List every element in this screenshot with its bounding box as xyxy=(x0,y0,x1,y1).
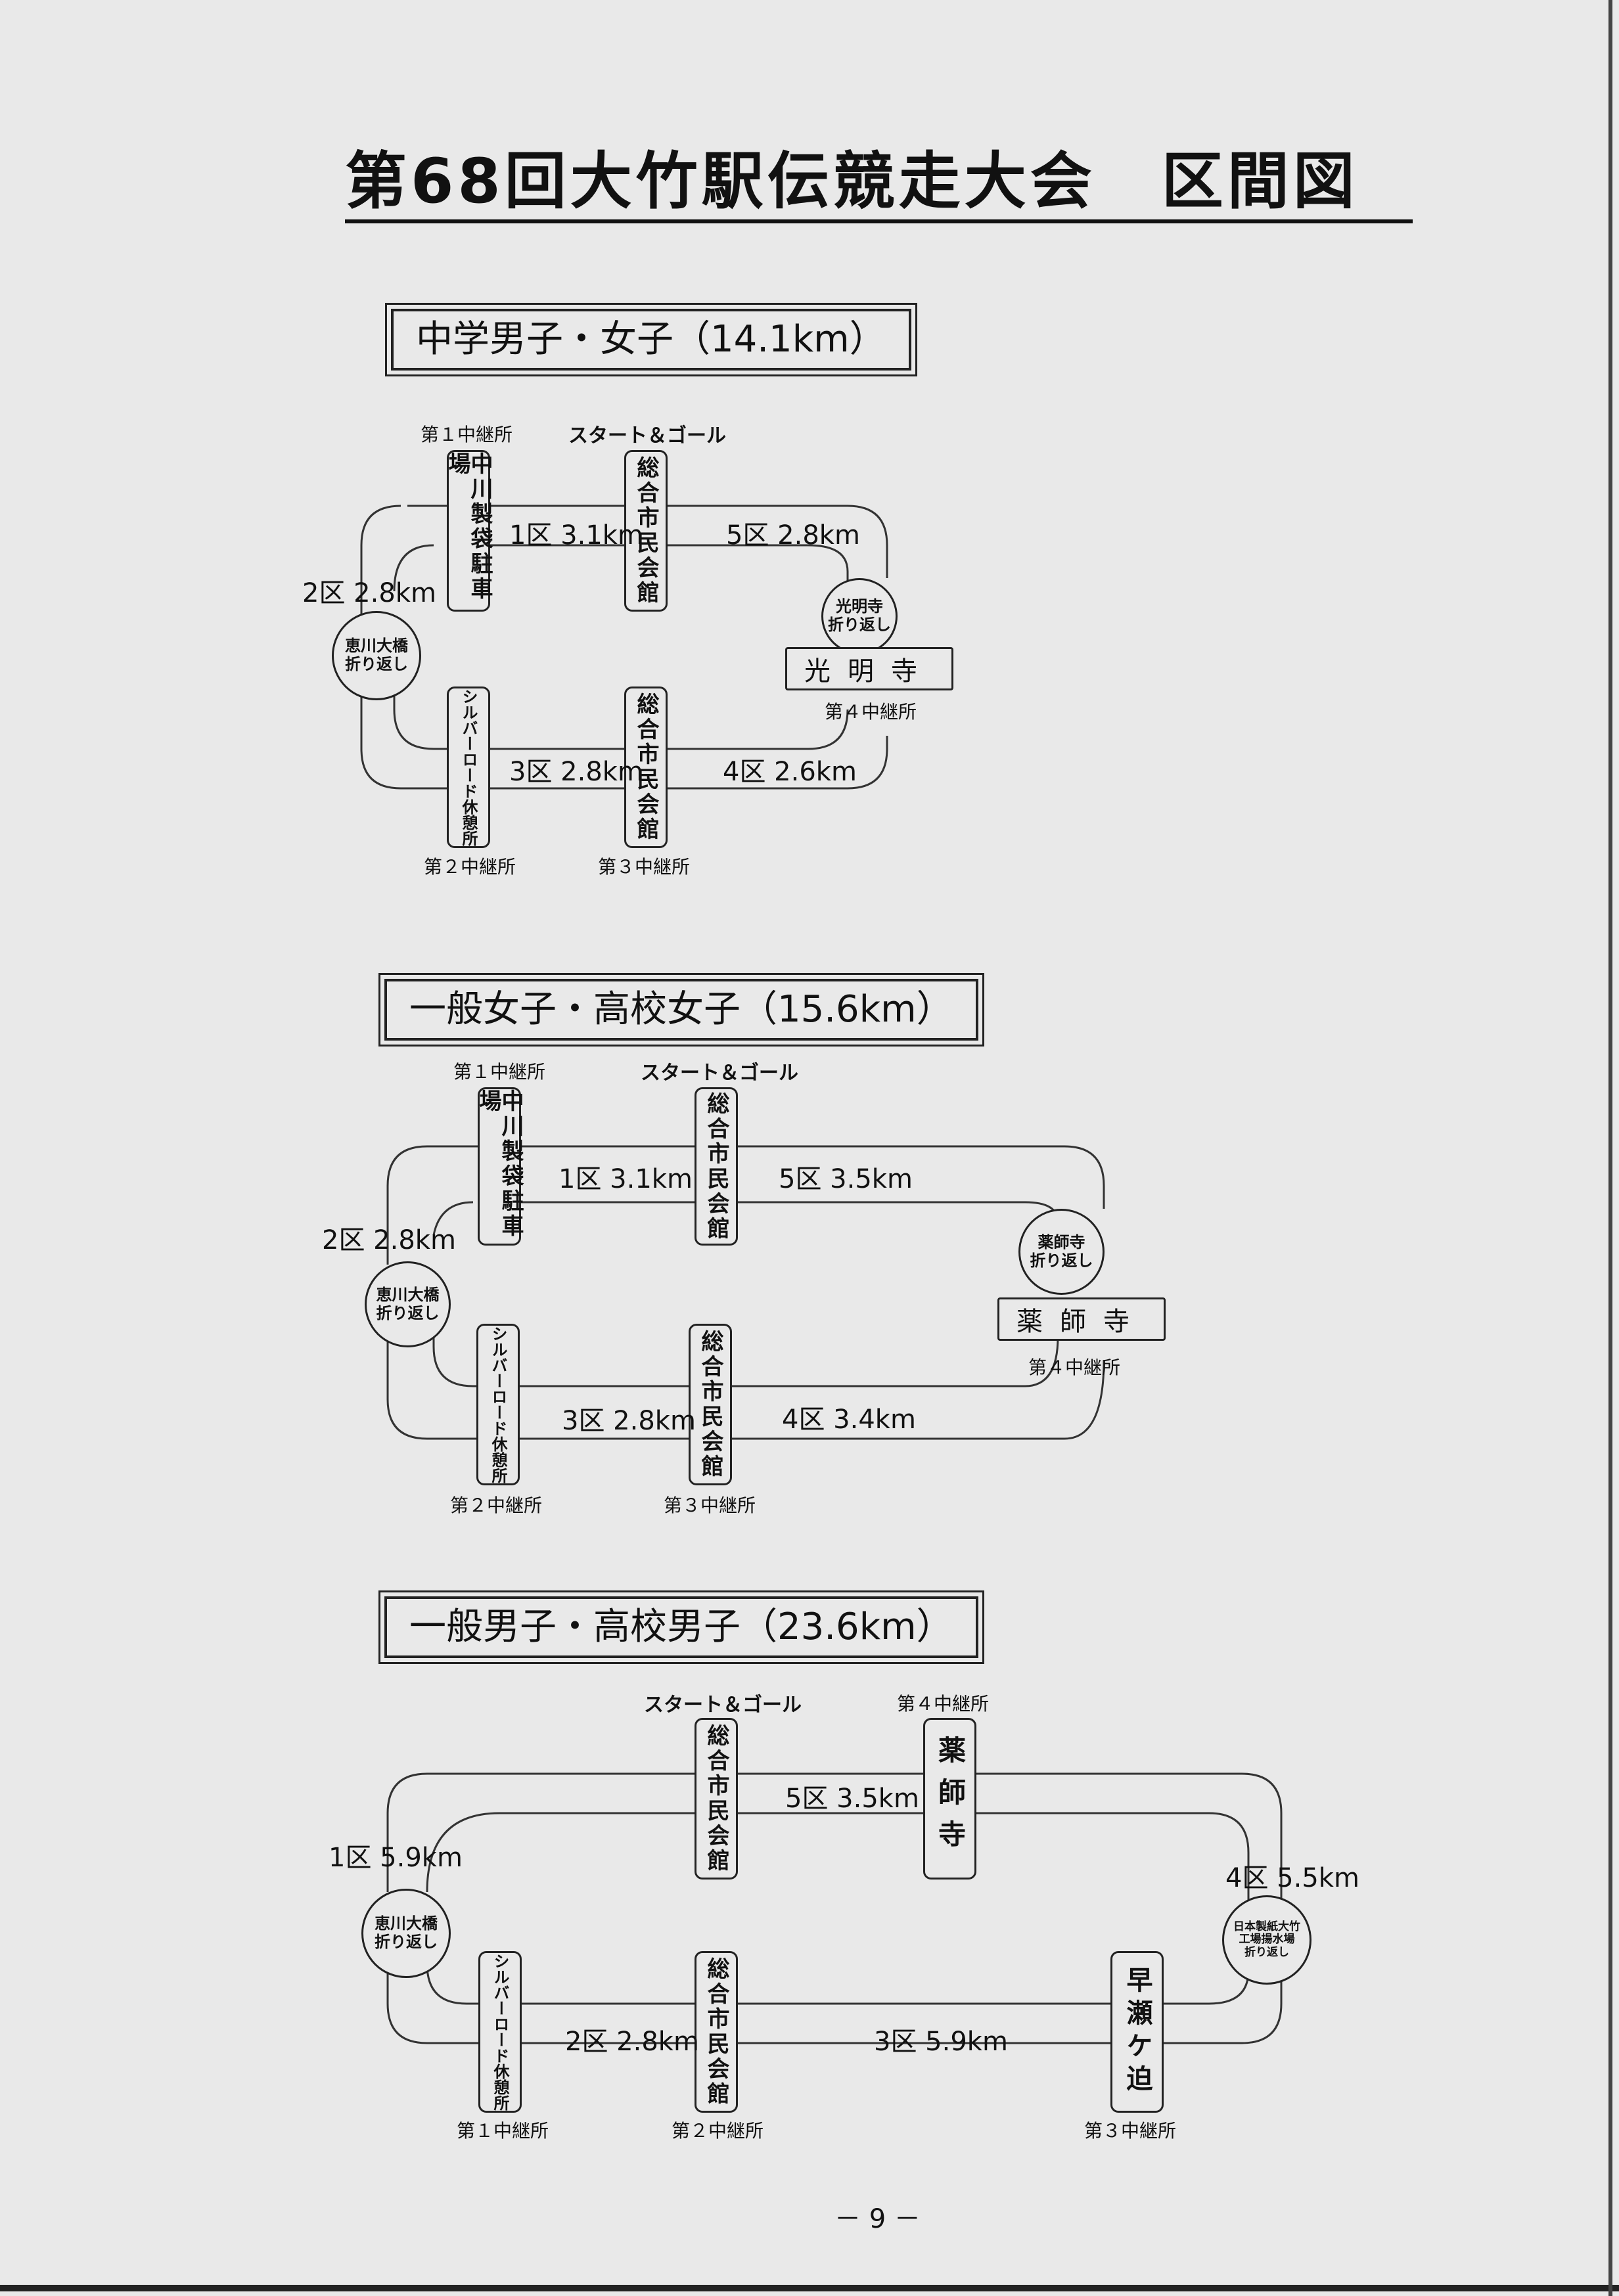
course3-leg2: 2区 2.8km xyxy=(565,2027,699,2057)
course3-factory-turn: 日本製紙大竹工場揚水場折り返し xyxy=(1222,1895,1311,1985)
course3-egawa-turn: 恵川大橋折り返し xyxy=(361,1889,451,1978)
course1-temple-turn: 光明寺折り返し xyxy=(821,578,898,654)
course3-yakushi-text: 薬師寺 xyxy=(934,1736,967,1862)
course3-sogo-bottom-text: 総合市民会館 xyxy=(703,1957,729,2107)
course2-relay2-label: 第２中継所 xyxy=(450,1495,543,1516)
course1-relay3-label: 第３中継所 xyxy=(598,856,691,878)
course3-egawa-turn-line2: 折り返し xyxy=(375,1933,438,1951)
course1-leg5: 5区 2.8km xyxy=(726,520,860,551)
course2-sogo-bottom-box: 総合市民会館 xyxy=(689,1324,732,1485)
course3-sogo-top-text: 総合市民会館 xyxy=(703,1724,729,1874)
course1-relay1-label: 第１中継所 xyxy=(421,424,513,445)
course3-factory-turn-line3: 折り返し xyxy=(1244,1945,1289,1959)
course2-relay4-label: 第４中継所 xyxy=(1028,1357,1121,1378)
course2-sogo-top-box: 総合市民会館 xyxy=(695,1087,738,1246)
course1-sogo-top-text: 総合市民会館 xyxy=(633,456,659,606)
course1-nakagawa-box: 中川製袋駐車場 xyxy=(444,450,493,612)
course3-relay1-label: 第１中継所 xyxy=(457,2120,549,2142)
course2-leg5: 5区 3.5km xyxy=(779,1164,913,1194)
bottom-border xyxy=(0,2285,1619,2291)
course2-temple-turn-line2: 折り返し xyxy=(1030,1251,1093,1270)
course3-leg1: 1区 5.9km xyxy=(329,1843,463,1873)
course2-nakagawa-text: 中川製袋駐車場 xyxy=(475,1089,524,1239)
course2-heading: 一般女子・高校女子（15.6km） xyxy=(384,979,978,1041)
course1-temple-turn-line1: 光明寺 xyxy=(836,597,883,616)
course1-silver-text: シルバーロード休憩所 xyxy=(459,688,478,846)
course3-sogo-top-box: 総合市民会館 xyxy=(695,1718,738,1880)
course1-leg4: 4区 2.6km xyxy=(723,757,857,787)
course2-relay3-label: 第３中継所 xyxy=(664,1495,756,1516)
course2-leg4: 4区 3.4km xyxy=(782,1405,916,1435)
course2-temple-turn: 薬師寺折り返し xyxy=(1018,1209,1105,1295)
course1-nakagawa-text: 中川製袋駐車場 xyxy=(444,452,493,602)
course2-temple-box: 薬師寺 xyxy=(997,1297,1166,1341)
course3-heading: 一般男子・高校男子（23.6km） xyxy=(384,1596,978,1659)
course1-temple-turn-line2: 折り返し xyxy=(828,616,891,634)
course3-sogo-bottom-box: 総合市民会館 xyxy=(695,1951,738,2113)
course1-relay2-label: 第２中継所 xyxy=(424,856,516,878)
course1-relay4-label: 第４中継所 xyxy=(825,701,917,723)
page-title: 第68回大竹駅伝競走大会 区間図 xyxy=(345,148,1413,224)
course2-nakagawa-box: 中川製袋駐車場 xyxy=(475,1087,524,1246)
course3-hayase-text: 早瀬ケ迫 xyxy=(1122,1966,1152,2098)
course3-relay4-label: 第４中継所 xyxy=(897,1693,990,1715)
course1-leg2: 2区 2.8km xyxy=(302,578,436,608)
course1-sogo-bottom-text: 総合市民会館 xyxy=(633,692,659,842)
course1-egawa-turn-line2: 折り返し xyxy=(345,655,408,673)
course1-egawa-turn-line1: 恵川大橋 xyxy=(345,637,408,656)
course2-egawa-turn-line1: 恵川大橋 xyxy=(376,1285,440,1304)
course1-silver-box: シルバーロード休憩所 xyxy=(447,687,490,848)
course1-sogo-top-box: 総合市民会館 xyxy=(624,450,668,612)
course3-leg4: 4区 5.5km xyxy=(1225,1863,1359,1893)
course3-factory-turn-line1: 日本製紙大竹 xyxy=(1233,1920,1300,1933)
course2-silver-text: シルバーロード休憩所 xyxy=(489,1326,507,1483)
course2-leg3: 3区 2.8km xyxy=(562,1406,696,1436)
course2-silver-box: シルバーロード休憩所 xyxy=(476,1324,520,1485)
course3-outer-loop xyxy=(386,1772,1283,2044)
course3-factory-turn-line2: 工場揚水場 xyxy=(1239,1933,1295,1947)
course3-leg3: 3区 5.9km xyxy=(874,2027,1008,2057)
course2-temple-turn-line1: 薬師寺 xyxy=(1038,1232,1085,1251)
course1-leg3: 3区 2.8km xyxy=(509,757,643,787)
course3-leg5: 5区 3.5km xyxy=(785,1784,919,1814)
course1-leg1: 1区 3.1km xyxy=(509,520,643,551)
course3-silver-box: シルバーロード休憩所 xyxy=(478,1951,522,2113)
course1-inner-loop xyxy=(393,544,849,750)
course1-temple-box: 光明寺 xyxy=(785,647,953,690)
course3-yakushi-box: 薬師寺 xyxy=(923,1718,976,1880)
course2-leg1: 1区 3.1km xyxy=(559,1164,693,1194)
course1-heading: 中学男子・女子（14.1km） xyxy=(391,309,911,371)
course2-outer-loop xyxy=(386,1145,1105,1440)
course3-silver-text: シルバーロード休憩所 xyxy=(491,1953,509,2111)
page-number: － 9 － xyxy=(834,2204,921,2234)
course3-start-goal-label: スタート＆ゴール xyxy=(644,1694,802,1717)
course2-sogo-top-text: 総合市民会館 xyxy=(703,1091,729,1242)
course2-sogo-bottom-text: 総合市民会館 xyxy=(697,1330,723,1479)
course1-start-goal-label: スタート＆ゴール xyxy=(568,424,726,447)
course2-egawa-turn: 恵川大橋折り返し xyxy=(365,1261,451,1347)
course3-inner-loop xyxy=(426,1812,1250,2005)
right-border xyxy=(1608,0,1612,2296)
course2-egawa-turn-line2: 折り返し xyxy=(376,1303,440,1322)
course2-leg2: 2区 2.8km xyxy=(322,1225,456,1255)
course3-egawa-turn-line1: 恵川大橋 xyxy=(375,1914,438,1933)
course3-relay2-label: 第２中継所 xyxy=(672,2120,764,2142)
course2-inner-loop xyxy=(432,1201,1059,1387)
course2-start-goal-label: スタート＆ゴール xyxy=(641,1062,798,1085)
course3-hayase-box: 早瀬ケ迫 xyxy=(1110,1951,1164,2113)
course2-relay1-label: 第１中継所 xyxy=(453,1061,546,1083)
course1-egawa-turn: 恵川大橋折り返し xyxy=(332,611,421,700)
course3-relay3-label: 第３中継所 xyxy=(1084,2120,1177,2142)
course1-sogo-bottom-box: 総合市民会館 xyxy=(624,687,668,848)
